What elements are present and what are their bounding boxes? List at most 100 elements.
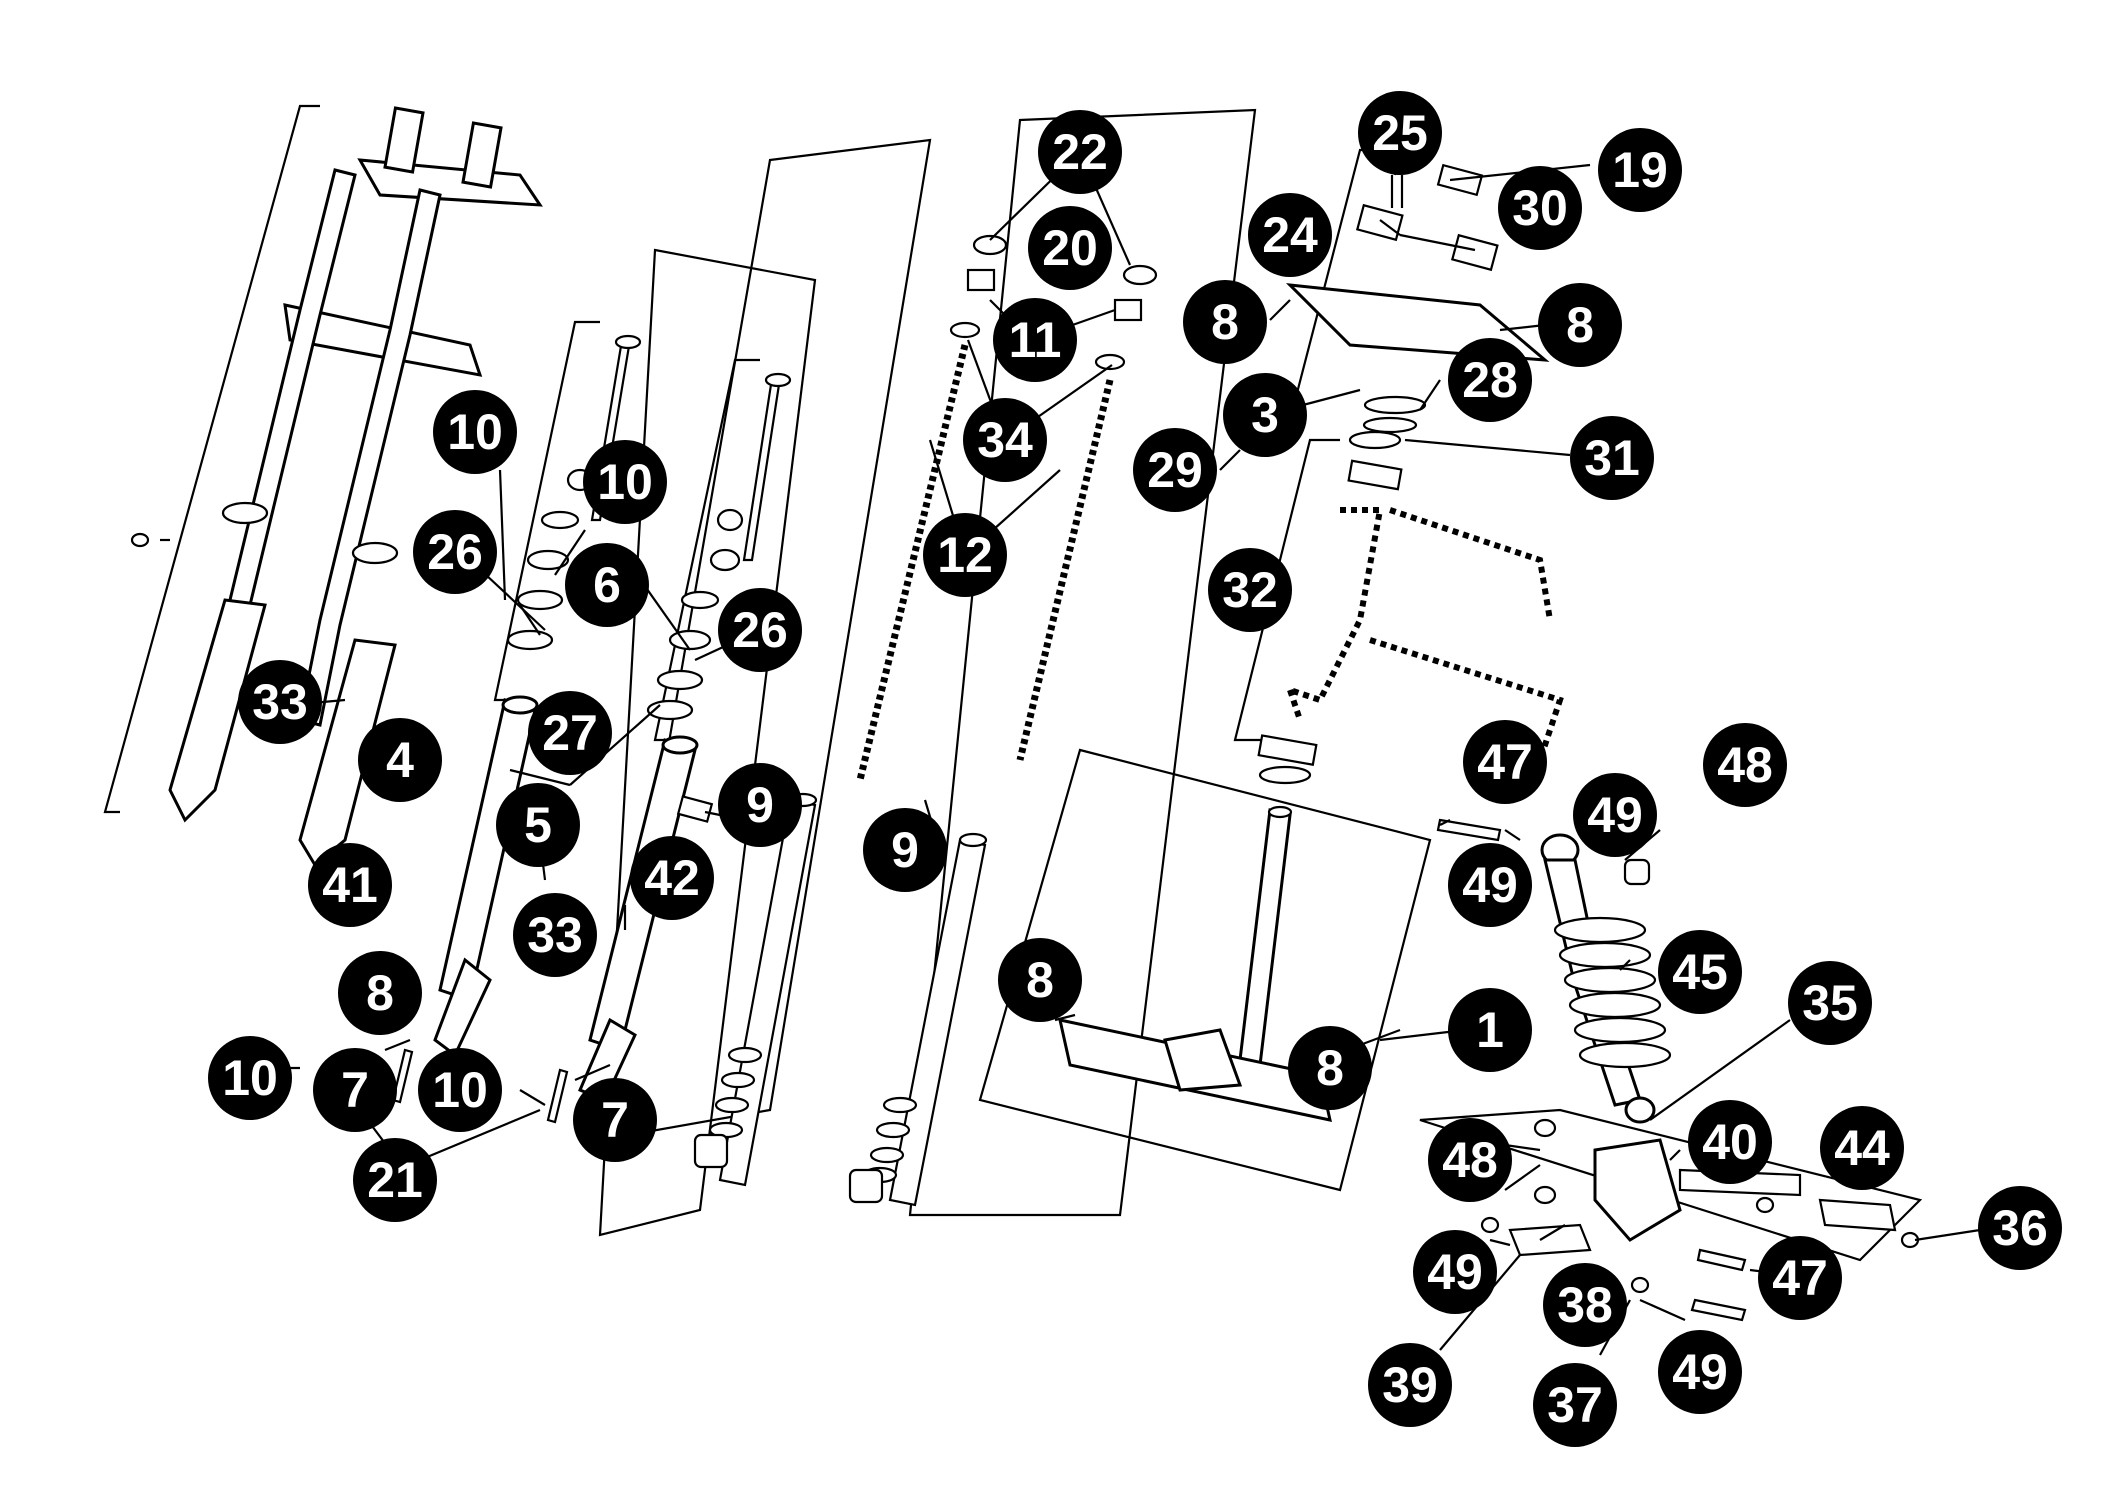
callout-32: 32 bbox=[1208, 548, 1292, 632]
callout-label: 48 bbox=[1442, 1132, 1498, 1188]
callout-label: 1 bbox=[1476, 1002, 1504, 1058]
callout-label: 21 bbox=[367, 1152, 423, 1208]
callout-29: 29 bbox=[1133, 428, 1217, 512]
callout-label: 8 bbox=[1566, 297, 1594, 353]
callout-label: 47 bbox=[1477, 734, 1533, 790]
callout-badges: 22 25 19 30 20 24 8 8 11 28 10 10 3 34 3… bbox=[208, 91, 2062, 1447]
callout-label: 8 bbox=[366, 965, 394, 1021]
callout-label: 33 bbox=[527, 907, 583, 963]
callout-label: 33 bbox=[252, 674, 308, 730]
callout-19: 19 bbox=[1598, 128, 1682, 212]
callout-24: 24 bbox=[1248, 193, 1332, 277]
callout-8: 8 bbox=[1183, 280, 1267, 364]
callout-7: 7 bbox=[313, 1048, 397, 1132]
callout-10: 10 bbox=[583, 440, 667, 524]
callout-label: 27 bbox=[542, 705, 598, 761]
callout-42: 42 bbox=[630, 836, 714, 920]
callout-33: 33 bbox=[238, 660, 322, 744]
callout-label: 9 bbox=[746, 777, 774, 833]
callout-label: 9 bbox=[891, 822, 919, 878]
callout-41: 41 bbox=[308, 843, 392, 927]
callout-26: 26 bbox=[718, 588, 802, 672]
callout-label: 4 bbox=[386, 732, 414, 788]
callout-label: 40 bbox=[1702, 1114, 1758, 1170]
callout-49: 49 bbox=[1448, 843, 1532, 927]
callout-44: 44 bbox=[1820, 1106, 1904, 1190]
callout-8: 8 bbox=[1538, 283, 1622, 367]
callout-label: 26 bbox=[427, 524, 483, 580]
callout-22: 22 bbox=[1038, 110, 1122, 194]
callout-label: 49 bbox=[1427, 1244, 1483, 1300]
callout-9: 9 bbox=[718, 763, 802, 847]
callout-label: 7 bbox=[601, 1092, 629, 1148]
callout-26: 26 bbox=[413, 510, 497, 594]
callout-label: 37 bbox=[1547, 1377, 1603, 1433]
callout-label: 8 bbox=[1211, 294, 1239, 350]
callout-label: 29 bbox=[1147, 442, 1203, 498]
callout-label: 34 bbox=[977, 412, 1033, 468]
callout-12: 12 bbox=[923, 513, 1007, 597]
callout-label: 32 bbox=[1222, 562, 1278, 618]
callout-21: 21 bbox=[353, 1138, 437, 1222]
callout-label: 22 bbox=[1052, 124, 1108, 180]
callout-label: 49 bbox=[1587, 787, 1643, 843]
callout-label: 19 bbox=[1612, 142, 1668, 198]
callout-label: 10 bbox=[432, 1062, 488, 1118]
callout-35: 35 bbox=[1788, 961, 1872, 1045]
callout-49: 49 bbox=[1413, 1230, 1497, 1314]
callout-label: 45 bbox=[1672, 944, 1728, 1000]
callout-label: 10 bbox=[222, 1050, 278, 1106]
callout-48: 48 bbox=[1703, 723, 1787, 807]
callout-label: 20 bbox=[1042, 220, 1098, 276]
callout-label: 35 bbox=[1802, 975, 1858, 1031]
callout-label: 7 bbox=[341, 1062, 369, 1118]
callout-5: 5 bbox=[496, 783, 580, 867]
callout-label: 10 bbox=[447, 404, 503, 460]
callout-25: 25 bbox=[1358, 91, 1442, 175]
callout-47: 47 bbox=[1758, 1236, 1842, 1320]
callout-label: 8 bbox=[1316, 1040, 1344, 1096]
callout-1: 1 bbox=[1448, 988, 1532, 1072]
callout-39: 39 bbox=[1368, 1343, 1452, 1427]
callout-label: 49 bbox=[1462, 857, 1518, 913]
callout-label: 28 bbox=[1462, 352, 1518, 408]
callout-3: 3 bbox=[1223, 373, 1307, 457]
callout-11: 11 bbox=[993, 298, 1077, 382]
callout-label: 12 bbox=[937, 527, 993, 583]
callout-label: 42 bbox=[644, 850, 700, 906]
callout-label: 11 bbox=[1009, 312, 1062, 368]
callout-36: 36 bbox=[1978, 1186, 2062, 1270]
callout-label: 31 bbox=[1584, 430, 1640, 486]
callout-20: 20 bbox=[1028, 206, 1112, 290]
callout-label: 41 bbox=[322, 857, 378, 913]
callout-label: 48 bbox=[1717, 737, 1773, 793]
callout-28: 28 bbox=[1448, 338, 1532, 422]
callout-label: 49 bbox=[1672, 1344, 1728, 1400]
callout-38: 38 bbox=[1543, 1263, 1627, 1347]
callout-4: 4 bbox=[358, 718, 442, 802]
callout-6: 6 bbox=[565, 543, 649, 627]
fork-springs bbox=[693, 234, 1158, 1207]
callout-9: 9 bbox=[863, 808, 947, 892]
callout-label: 38 bbox=[1557, 1277, 1613, 1333]
callout-45: 45 bbox=[1658, 930, 1742, 1014]
callout-49: 49 bbox=[1658, 1330, 1742, 1414]
callout-40: 40 bbox=[1688, 1100, 1772, 1184]
callout-label: 24 bbox=[1262, 207, 1318, 263]
callout-7: 7 bbox=[573, 1078, 657, 1162]
callout-label: 5 bbox=[524, 797, 552, 853]
callout-31: 31 bbox=[1570, 416, 1654, 500]
callout-label: 47 bbox=[1772, 1250, 1828, 1306]
callout-8: 8 bbox=[998, 938, 1082, 1022]
group-brackets bbox=[103, 104, 1923, 1262]
callout-label: 26 bbox=[732, 602, 788, 658]
callout-10: 10 bbox=[208, 1036, 292, 1120]
left-fork-assembly bbox=[130, 106, 543, 868]
callout-label: 44 bbox=[1834, 1120, 1890, 1176]
callout-label: 30 bbox=[1512, 180, 1568, 236]
callout-10: 10 bbox=[433, 390, 517, 474]
callout-8: 8 bbox=[338, 951, 422, 1035]
callout-label: 6 bbox=[593, 557, 621, 613]
callout-label: 25 bbox=[1372, 105, 1428, 161]
